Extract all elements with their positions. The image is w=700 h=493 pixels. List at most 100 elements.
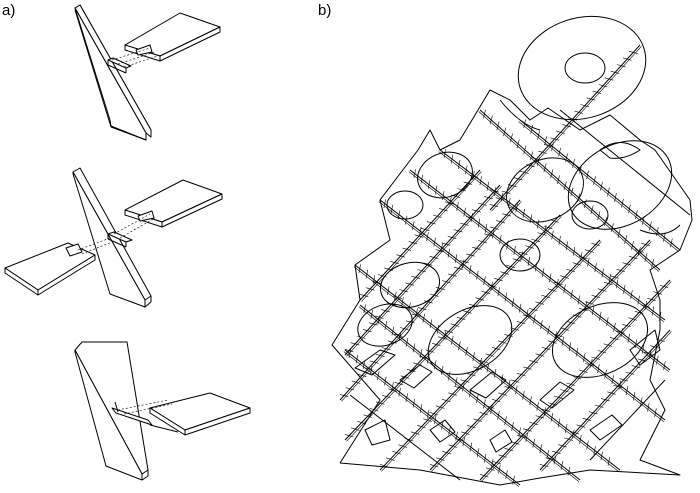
joint-hatch-mark	[616, 330, 625, 334]
joint-hatch-mark	[537, 130, 540, 140]
joint-hatch-mark	[447, 248, 450, 258]
joint-hatch-mark	[410, 431, 420, 435]
joint-hatch-mark	[362, 360, 366, 370]
joint-hatch-mark	[501, 192, 504, 202]
joint-hatch-mark	[604, 281, 613, 286]
joint-hatch-mark	[500, 271, 509, 275]
joint-hatch-mark	[490, 226, 499, 230]
joint-hatch-mark	[383, 199, 386, 209]
joint-hatch-mark	[411, 275, 421, 279]
joint-hatch-mark	[599, 311, 602, 321]
joint-hatch-mark	[479, 474, 489, 478]
joint-hatch-mark	[649, 345, 659, 349]
joint-hatch-mark	[453, 229, 463, 233]
joint-hatch-mark	[616, 268, 626, 273]
joint-hatch-mark	[577, 295, 580, 305]
joint-hatch-mark	[398, 387, 401, 397]
joint-hatch-mark	[538, 150, 547, 154]
joint-hatch-mark	[344, 349, 354, 353]
joint-hatch-mark	[408, 241, 418, 245]
joint-hatch-mark	[404, 438, 414, 442]
joint-hatch-mark	[459, 222, 469, 226]
joint-hatch-mark	[625, 386, 629, 396]
joint-hatch-mark	[382, 395, 391, 399]
joint-hatch-mark	[642, 215, 645, 225]
joint-hatch-mark	[435, 405, 445, 409]
joint-hatch-mark	[351, 427, 360, 431]
joint-hatch-mark	[513, 246, 516, 255]
joint-hatch-mark	[358, 264, 361, 274]
joint-hatch-mark	[556, 130, 565, 134]
joint-hatch-mark	[523, 145, 527, 155]
joint-hatch-mark	[392, 451, 401, 455]
joint-hatch-mark	[572, 376, 582, 380]
joint-hatch-mark	[570, 431, 580, 435]
joint-hatch-mark	[399, 327, 409, 331]
joint-hatch-mark	[378, 274, 387, 278]
joint-hatch-mark	[654, 408, 657, 418]
joint-hatch-mark	[546, 449, 549, 459]
panel-b-joint-hatching	[339, 46, 679, 487]
assembly-2-two-plates	[4, 167, 223, 308]
joint-hatch-mark	[502, 213, 511, 217]
joint-hatch-mark	[442, 451, 451, 455]
joint-hatch-mark	[493, 187, 497, 197]
joint-hatch-mark	[473, 418, 483, 422]
joint-hatch-mark	[498, 392, 507, 396]
joint-hatch-mark	[339, 394, 349, 397]
joint-hatch-mark	[375, 401, 385, 405]
joint-hatch-mark	[604, 369, 607, 379]
joint-hatch-mark	[536, 401, 539, 411]
joint-hatch-mark	[504, 447, 514, 452]
joint-hatch-mark	[609, 337, 619, 341]
joint-hatch-mark	[647, 402, 650, 412]
joint-hatch-mark	[356, 335, 366, 339]
joint-hatch-mark	[531, 238, 541, 243]
board-thickness-line	[381, 241, 602, 472]
board-thickness-line	[361, 171, 482, 302]
joint-hatch-mark	[386, 457, 395, 461]
joint-hatch-mark	[592, 90, 602, 94]
joint-hatch-mark	[398, 444, 408, 448]
joint-hatch-mark	[625, 371, 635, 375]
joint-hatch-mark	[426, 232, 429, 242]
joint-hatch-mark	[572, 262, 582, 266]
joint-hatch-mark	[586, 170, 589, 180]
joint-hatch-mark	[515, 385, 518, 395]
joint-hatch-mark	[433, 360, 437, 370]
joint-hatch-mark	[562, 124, 572, 128]
joint-hatch-mark	[419, 349, 423, 358]
joint-hatch-mark	[529, 214, 533, 224]
joint-hatch-mark	[566, 321, 576, 325]
joint-hatch-mark	[491, 347, 501, 351]
joint-hatch-mark	[414, 234, 424, 238]
joint-hatch-mark	[444, 330, 447, 340]
joint-hatch-mark	[422, 313, 425, 323]
joint-hatch-mark	[653, 291, 663, 295]
joint-hatch-mark	[448, 273, 457, 277]
joint-hatch-mark	[557, 418, 561, 428]
joint-hatch-mark	[440, 365, 444, 375]
joint-hatch-mark	[363, 304, 366, 314]
joint-hatch-mark	[470, 213, 473, 222]
joint-hatch-mark	[436, 324, 440, 334]
joint-hatch-mark	[560, 275, 569, 279]
joint-hatch-mark	[443, 149, 446, 159]
joint-hatch-mark	[387, 302, 396, 306]
joint-hatch-mark	[508, 379, 511, 389]
joint-hatch-mark	[600, 181, 603, 191]
board-thickness-line	[491, 46, 642, 212]
joint-hatch-mark	[450, 323, 460, 327]
joint-hatch-mark	[456, 202, 459, 212]
joint-hatch-mark	[396, 254, 406, 258]
joint-hatch-mark	[506, 240, 509, 250]
joint-hatch-mark	[523, 366, 532, 370]
joint-hatch-mark	[412, 398, 415, 408]
joint-hatch-mark	[388, 388, 397, 392]
joint-hatch-mark	[405, 337, 409, 347]
joint-hatch-mark	[435, 249, 445, 253]
joint-hatch-mark	[607, 187, 610, 197]
joint-hatch-mark	[586, 440, 589, 450]
joint-hatch-mark	[484, 233, 493, 237]
joint-hatch-mark	[544, 136, 547, 146]
